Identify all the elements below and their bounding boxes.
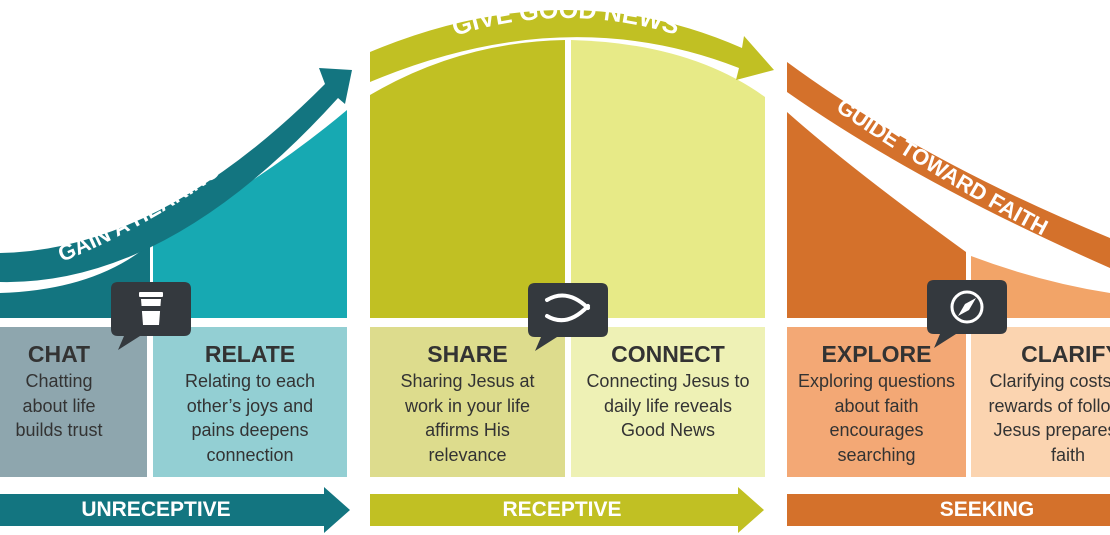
fish-icon <box>528 283 608 351</box>
connect-card: CONNECT Connecting Jesus to daily life r… <box>571 327 765 477</box>
give-good-news-arrow <box>370 9 774 82</box>
explore-card-bg <box>787 327 966 477</box>
share-title: SHARE <box>427 341 508 367</box>
compass-icon <box>927 280 1007 348</box>
seeking-bar <box>787 494 1110 526</box>
guide-toward-faith-arrow <box>787 62 1110 268</box>
chat-card: CHAT Chatting about life builds trust <box>0 327 118 477</box>
gain-hearing-arrow <box>0 68 352 283</box>
unreceptive-arrow <box>0 487 350 533</box>
explore-text: Exploring questions about faith encourag… <box>797 371 956 465</box>
explore-fill-area <box>787 112 966 318</box>
unreceptive-label: UNRECEPTIVE <box>81 498 231 521</box>
clarify-card: CLARIFY Clarifying costs and rewards of … <box>971 327 1110 477</box>
chat-text: Chatting about life builds trust <box>15 371 103 440</box>
receptive-arrow <box>370 487 764 533</box>
explore-title: EXPLORE <box>821 341 932 367</box>
coffee-cup-icon <box>111 282 191 350</box>
receptive-label: RECEPTIVE <box>502 498 622 521</box>
connect-text: Connecting Jesus to daily life reveals G… <box>586 371 750 440</box>
relate-text: Relating to each other’s joys and pains … <box>184 371 316 465</box>
connect-title: CONNECT <box>611 341 725 367</box>
relate-card: RELATE Relating to each other’s joys and… <box>153 327 347 477</box>
clarify-text: Clarifying costs and rewards of followin… <box>988 371 1110 465</box>
explore-card: EXPLORE Exploring questions about faith … <box>787 327 966 477</box>
share-card: SHARE Sharing Jesus at work in your life… <box>370 327 565 477</box>
share-text: Sharing Jesus at work in your life affir… <box>400 371 535 465</box>
chat-title: CHAT <box>27 341 91 367</box>
share-fill-area <box>370 40 565 318</box>
seeking-label: SEEKING <box>939 498 1035 521</box>
share-card-bg <box>370 327 565 477</box>
connect-card-bg <box>571 327 765 477</box>
relate-card-bg <box>153 327 347 477</box>
chat-card-bg <box>0 327 147 477</box>
relate-fill-area <box>153 110 347 318</box>
clarify-card-bg <box>971 327 1110 477</box>
clarify-title: CLARIFY <box>1021 341 1110 367</box>
relate-title: RELATE <box>204 341 296 367</box>
connect-fill-area <box>571 40 765 318</box>
